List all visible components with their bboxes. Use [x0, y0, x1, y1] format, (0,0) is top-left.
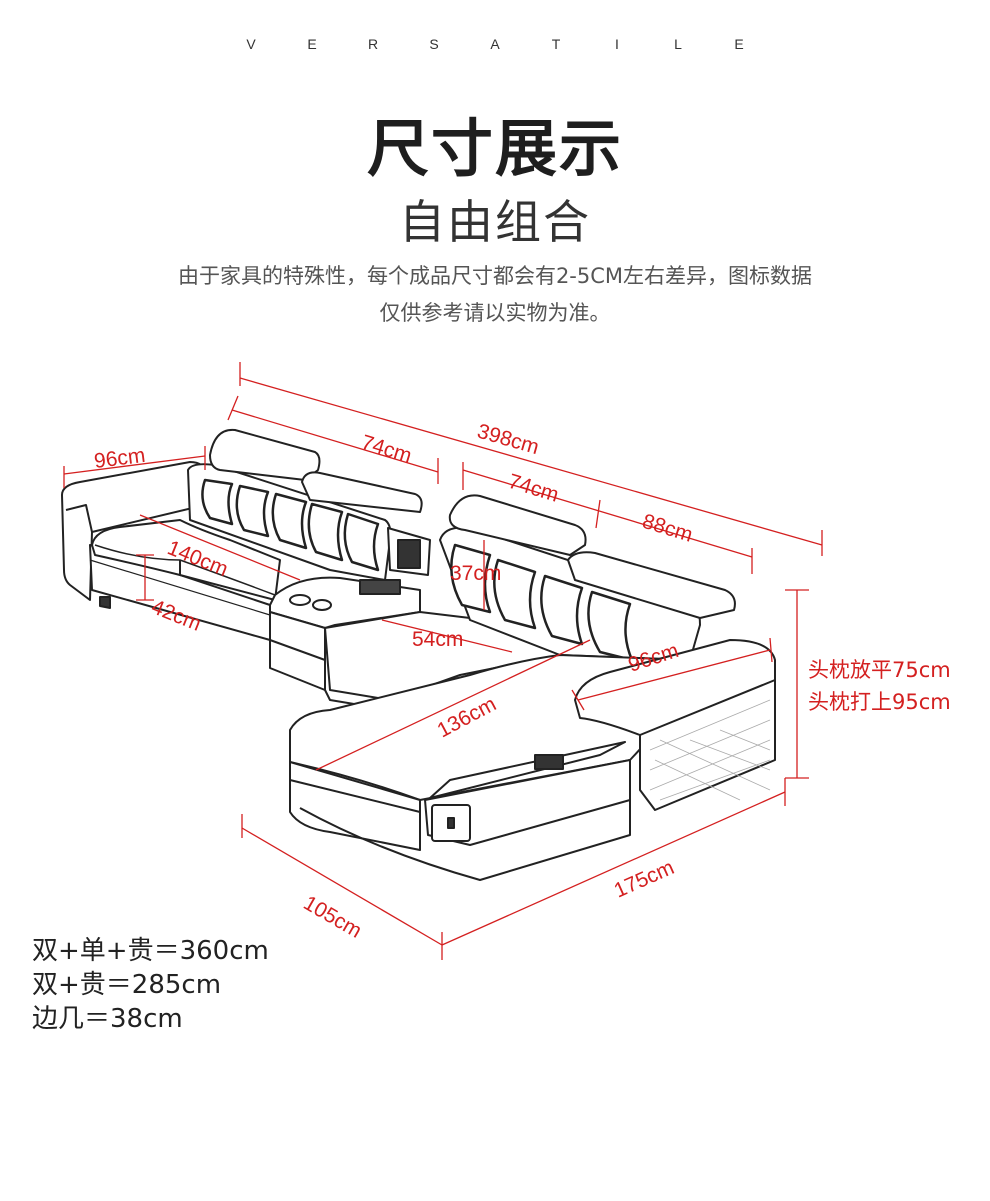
dim-chaise-depth: 175cm [611, 856, 678, 903]
brand-letter: I [615, 36, 619, 52]
combination-line: 边几＝38cm [32, 1004, 183, 1034]
dim-total-width: 398cm [475, 420, 542, 459]
brand-letter: A [490, 36, 500, 52]
brand-letter: S [429, 36, 439, 52]
dim-headrest-height: 37cm [450, 562, 501, 585]
brand-letters: V E R S A T I L E [0, 36, 990, 52]
brand-letter: R [367, 36, 379, 52]
page-subtitle: 自由组合 [399, 195, 591, 249]
dim-right-section: 88cm [640, 510, 696, 547]
dimension-lines [63, 362, 823, 960]
description-line: 仅供参考请以实物为准。 [379, 301, 611, 325]
headrest-raised-note: 头枕打上95cm [808, 690, 951, 714]
page-title: 尺寸展示 [366, 112, 623, 185]
brand-letter: E [307, 36, 317, 52]
brand-letter: L [674, 36, 682, 52]
dim-arm-depth: 96cm [93, 444, 147, 473]
headrest-flat-note: 头枕放平75cm [808, 658, 951, 682]
combination-line: 双+贵＝285cm [32, 970, 222, 1000]
dim-seat-depth: 54cm [412, 628, 463, 651]
dim-chaise-width: 105cm [300, 891, 366, 942]
brand-letter: T [551, 36, 561, 52]
brand-letter: E [734, 36, 744, 52]
sofa-sketch [61, 428, 776, 881]
description: 由于家具的特殊性，每个成品尺寸都会有2-5CM左右差异，图标数据 仅供参考请以实… [0, 258, 990, 332]
description-line: 由于家具的特殊性，每个成品尺寸都会有2-5CM左右差异，图标数据 [177, 264, 813, 288]
dim-seat-width-right: 74cm [506, 470, 562, 507]
combination-line: 双+单+贵＝360cm [32, 936, 269, 966]
dim-seat-width-left: 74cm [359, 431, 415, 468]
brand-letter: V [246, 36, 256, 52]
